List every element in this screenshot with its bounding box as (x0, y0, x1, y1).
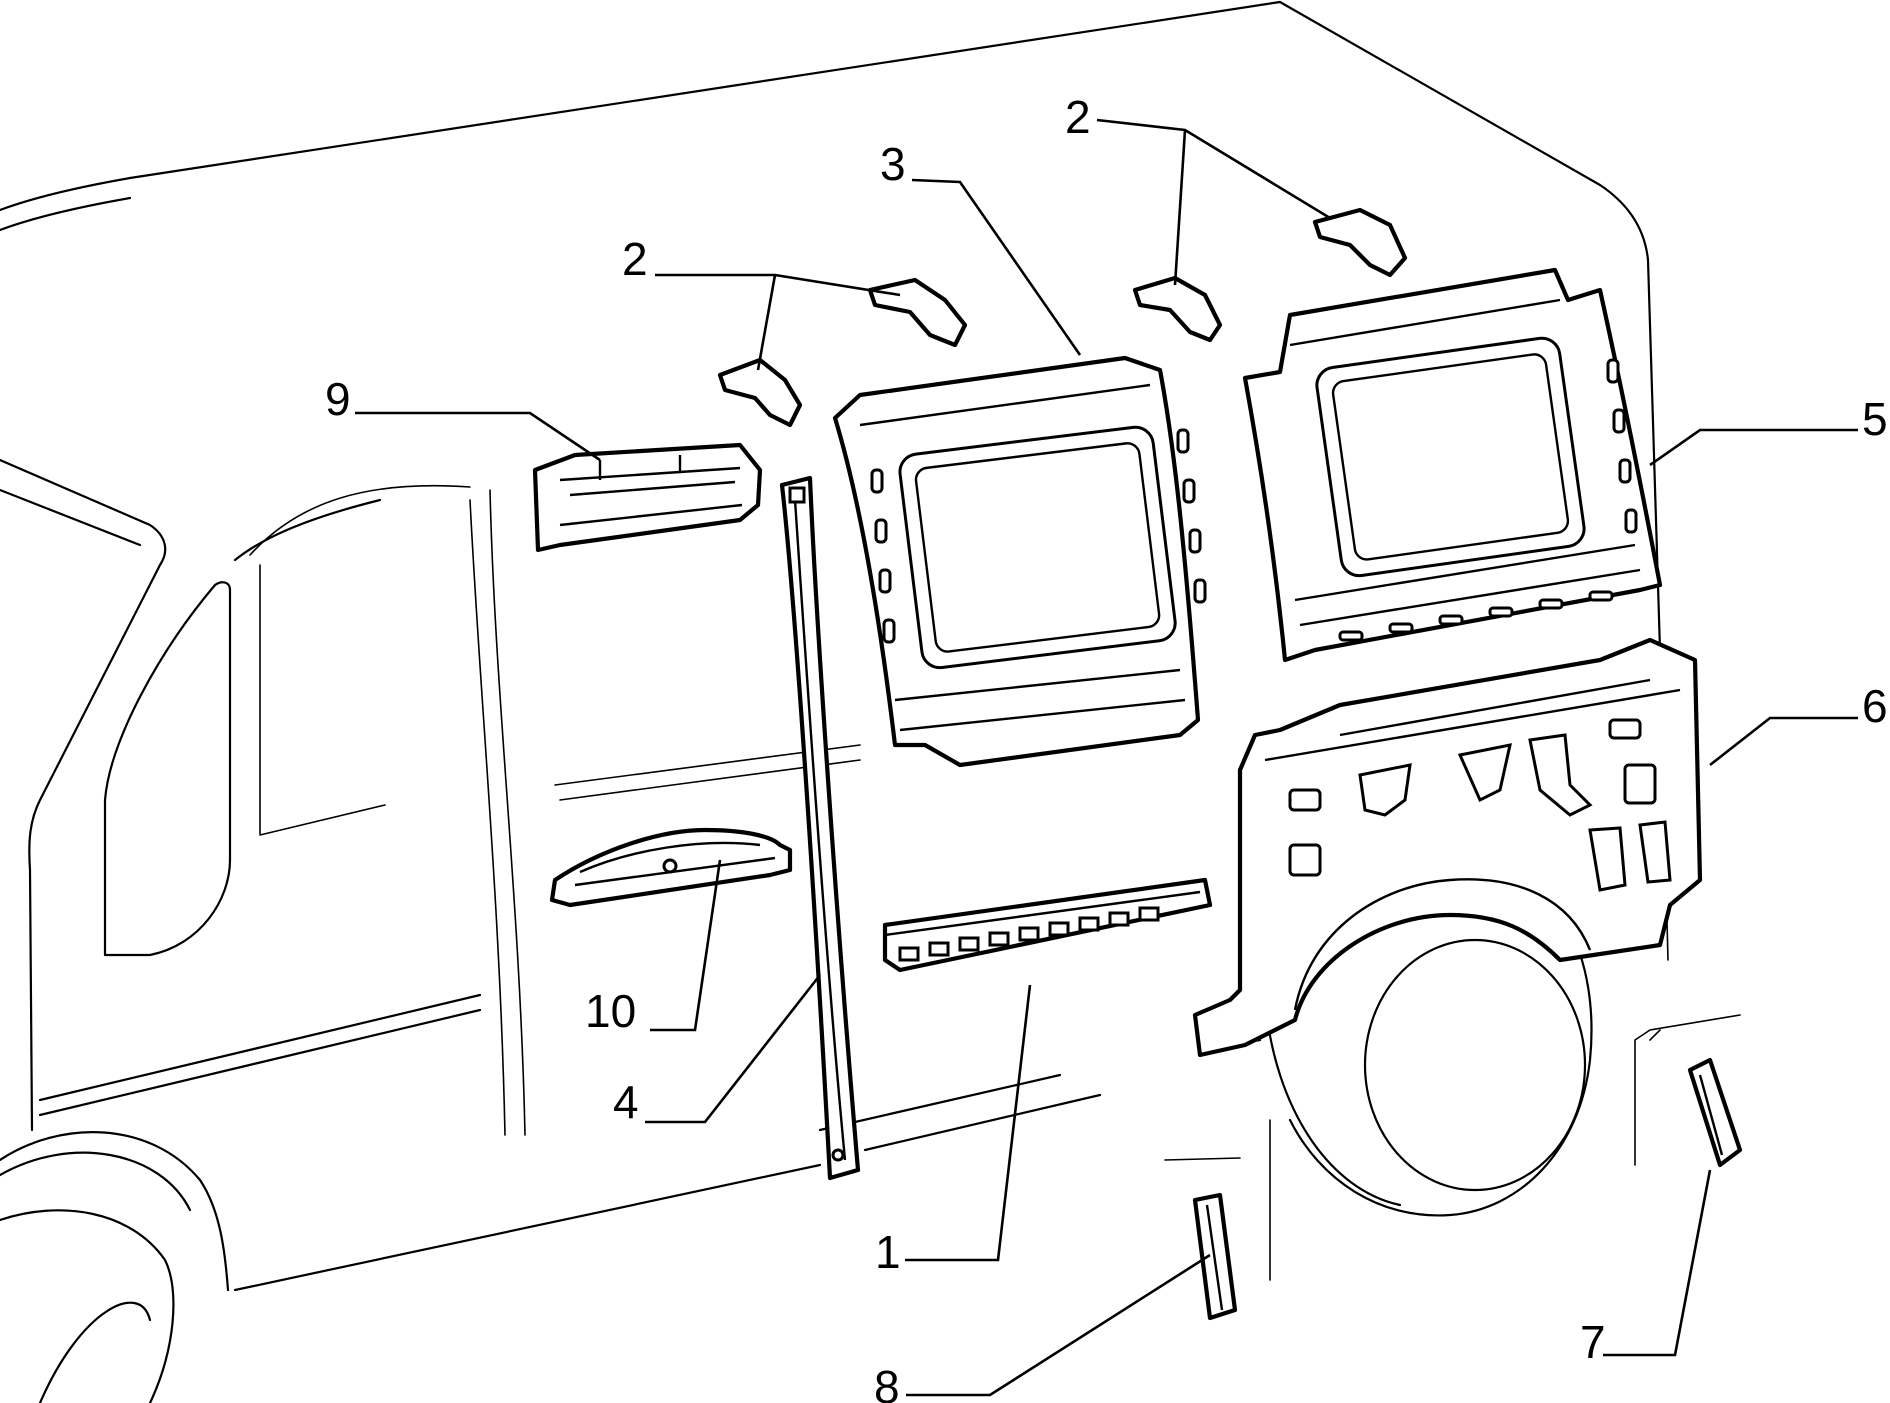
part-10-handle-recess (549, 827, 793, 908)
panel-6-cutouts (1288, 718, 1672, 892)
panel-3-slots (870, 428, 1207, 644)
callout-3: 3 (880, 138, 906, 190)
callout-2-left: 2 (622, 233, 648, 285)
callout-10: 10 (585, 985, 636, 1037)
sill-holes (898, 906, 1160, 962)
callout-2-right: 2 (1065, 91, 1091, 143)
part-6-rear-quarter-lower-panel (1192, 637, 1703, 1058)
leader-lines (355, 118, 1858, 1397)
part-8-reinforcement (1192, 1192, 1238, 1321)
part-4-pillar (779, 475, 861, 1181)
callout-9: 9 (325, 373, 351, 425)
panel-5-slots (1338, 358, 1638, 642)
part-9-upper-side-panel (532, 442, 763, 553)
callout-7: 7 (1580, 1316, 1606, 1368)
part-1-lower-sill (882, 877, 1213, 973)
part-7-reinforcement (1687, 1057, 1743, 1168)
callout-1: 1 (875, 1226, 901, 1278)
callout-8: 8 (874, 1361, 900, 1403)
callout-4: 4 (613, 1076, 639, 1128)
part-5-side-window-panel (1242, 267, 1663, 663)
callout-labels: 1 2 2 3 4 5 6 7 8 9 10 (325, 91, 1888, 1403)
callout-5: 5 (1862, 393, 1888, 445)
part-3-side-window-panel (832, 355, 1207, 768)
callout-6: 6 (1862, 680, 1888, 732)
part-2-brackets (717, 207, 1408, 428)
